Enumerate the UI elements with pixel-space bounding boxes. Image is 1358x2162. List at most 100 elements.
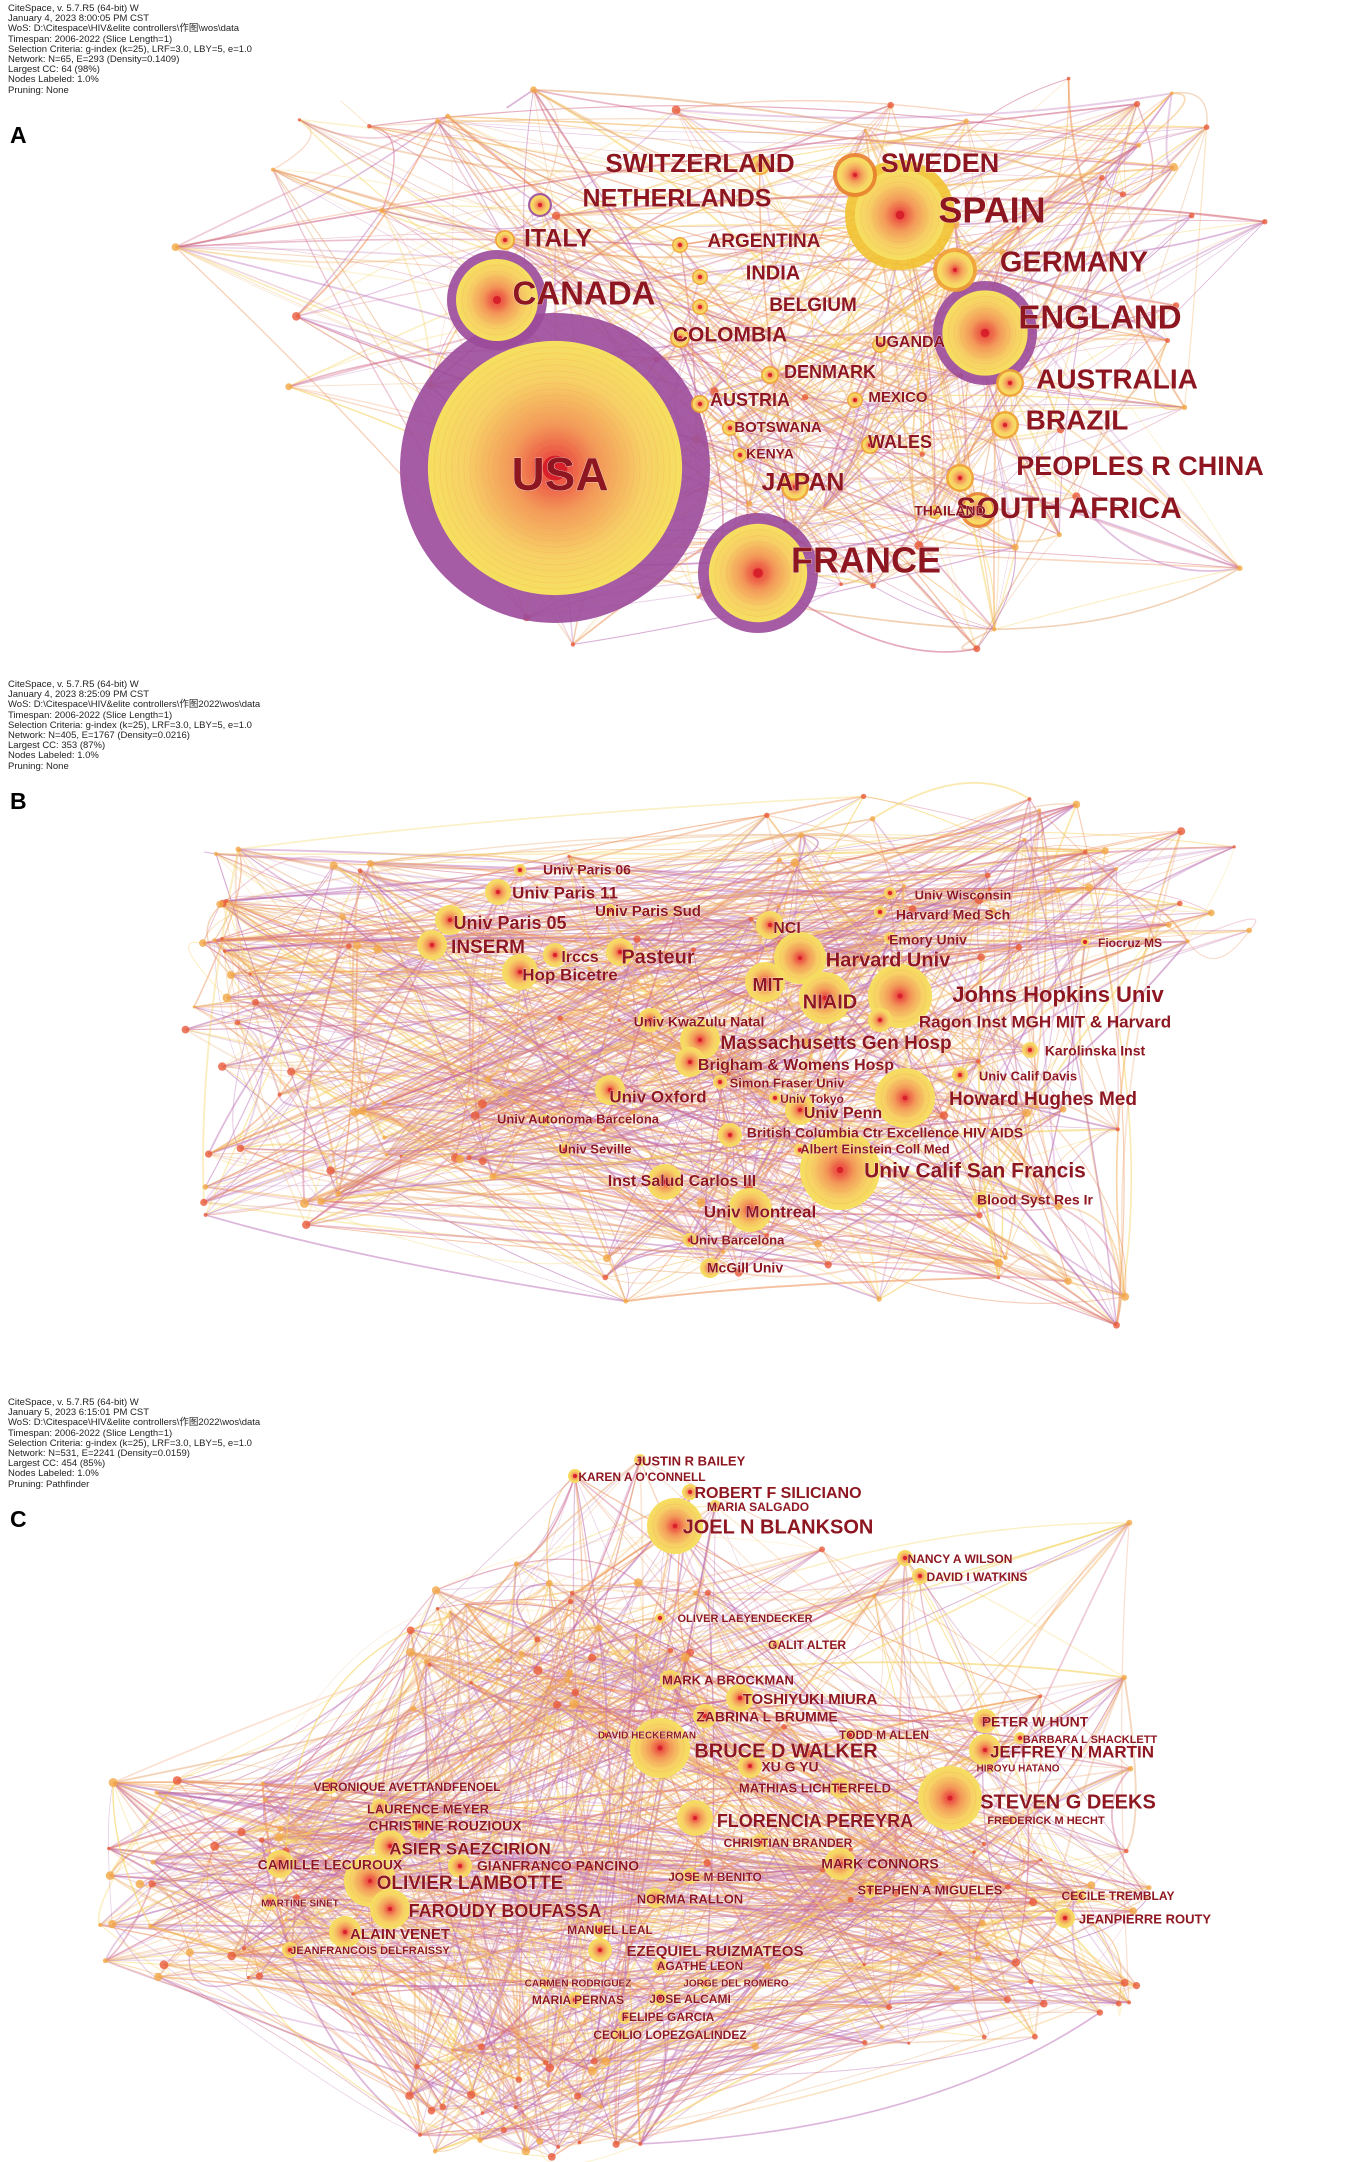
network-edge — [410, 1651, 1125, 1984]
node-center — [608, 908, 612, 912]
network-edge — [280, 1827, 706, 1984]
minor-node — [102, 1958, 108, 1964]
network-edge — [285, 1592, 709, 1921]
minor-node — [1136, 142, 1142, 148]
network-edge — [989, 888, 1119, 1130]
network-edge — [1117, 1982, 1126, 2016]
node-center — [703, 1714, 707, 1718]
network-edge — [805, 1197, 1041, 1223]
minor-node — [302, 1220, 311, 1229]
minor-node — [159, 1960, 169, 1970]
minor-node — [406, 1626, 415, 1635]
minor-node — [418, 2133, 422, 2137]
node-label: CECILIO LOPEZGALINDEZ — [593, 2028, 746, 2042]
network-edge — [696, 439, 995, 630]
network-edge — [599, 1925, 979, 1960]
network-edge — [991, 851, 1087, 920]
network-edge — [354, 1099, 952, 1138]
network-edge — [568, 855, 691, 1063]
network-edge — [221, 895, 881, 940]
network-edge — [175, 120, 439, 248]
network-edge — [285, 1919, 1100, 2014]
node-label: NANCY A WILSON — [908, 1552, 1013, 1566]
network-edge — [879, 1019, 1069, 1282]
minor-node — [704, 1589, 711, 1596]
minor-node — [1059, 1106, 1067, 1113]
network-node — [567, 1992, 583, 2008]
network-edge — [977, 1061, 1004, 1278]
node-tree-ring — [972, 320, 998, 346]
network-edge — [108, 1847, 472, 2096]
network-edge — [299, 119, 1185, 409]
network-node — [872, 337, 888, 353]
network-edge — [203, 1093, 507, 1204]
node-tree-ring — [433, 346, 677, 590]
network-edge — [314, 1109, 363, 1171]
network-edge — [435, 1558, 639, 1591]
network-edge — [676, 900, 1169, 926]
network-edge — [470, 1682, 1045, 2005]
network-edge — [429, 1639, 539, 1666]
node-tree-ring — [892, 1085, 918, 1111]
node-label: XU G YU — [761, 1759, 818, 1775]
network-edge — [482, 1157, 1040, 1200]
network-edge — [419, 1611, 461, 1827]
network-edge — [889, 803, 1077, 894]
network-edge — [487, 1068, 611, 1091]
minor-node — [858, 956, 864, 962]
network-edge — [475, 1114, 750, 1189]
minor-node — [1038, 1694, 1043, 1698]
minor-node — [248, 972, 252, 976]
node-center — [658, 1964, 662, 1968]
network-edge — [240, 830, 1182, 1149]
minor-node — [373, 944, 382, 954]
network-edge — [821, 1549, 986, 1751]
network-edge — [933, 1677, 1126, 1883]
network-edge — [215, 853, 627, 1302]
network-edge — [225, 900, 945, 1117]
network-edge — [659, 1996, 1008, 2001]
node-center — [518, 970, 522, 974]
network-edge — [872, 166, 1175, 587]
network-edge — [241, 1831, 656, 1899]
network-edge — [305, 909, 611, 1226]
network-node — [799, 972, 851, 1024]
node-label: Howard Hughes Med — [949, 1089, 1137, 1110]
network-edge — [426, 1475, 576, 1662]
network-edge — [221, 1066, 322, 1202]
network-edge — [279, 1669, 539, 1865]
node-label: AGATHE LEON — [657, 1959, 743, 1973]
network-edge — [224, 903, 751, 952]
node-label: BRUCE D WALKER — [694, 1740, 878, 1762]
network-edge — [519, 859, 988, 876]
minor-node — [484, 1075, 492, 1083]
network-edge — [370, 848, 988, 876]
node-center — [496, 890, 500, 894]
node-label: Emory Univ — [889, 932, 967, 948]
minor-node — [470, 1111, 480, 1120]
node-tree-ring — [873, 969, 927, 1023]
network-edge — [779, 831, 1235, 861]
network-edge — [99, 1491, 691, 1926]
minor-node — [513, 1561, 520, 1567]
node-label: CANADA — [513, 275, 656, 312]
network-edge — [482, 902, 1181, 1105]
node-tree-ring — [647, 1735, 673, 1761]
network-edge — [150, 1595, 875, 1927]
network-edge — [503, 1961, 1017, 2131]
network-edge — [269, 1747, 661, 1903]
node-tree-ring — [891, 987, 909, 1005]
network-edge — [419, 1704, 558, 1827]
network-edge — [382, 209, 716, 393]
network-node — [738, 1754, 762, 1778]
network-edge — [497, 1595, 875, 1662]
network-edge — [625, 1239, 696, 1302]
network-edge — [863, 1861, 1149, 1898]
node-center — [838, 1862, 842, 1866]
node-center — [268, 1900, 272, 1904]
network-edge — [413, 1679, 671, 1724]
panel-b-letter: B — [10, 788, 27, 814]
network-edge — [431, 2001, 1130, 2112]
minor-node — [630, 1110, 636, 1115]
network-node — [844, 1729, 856, 1741]
